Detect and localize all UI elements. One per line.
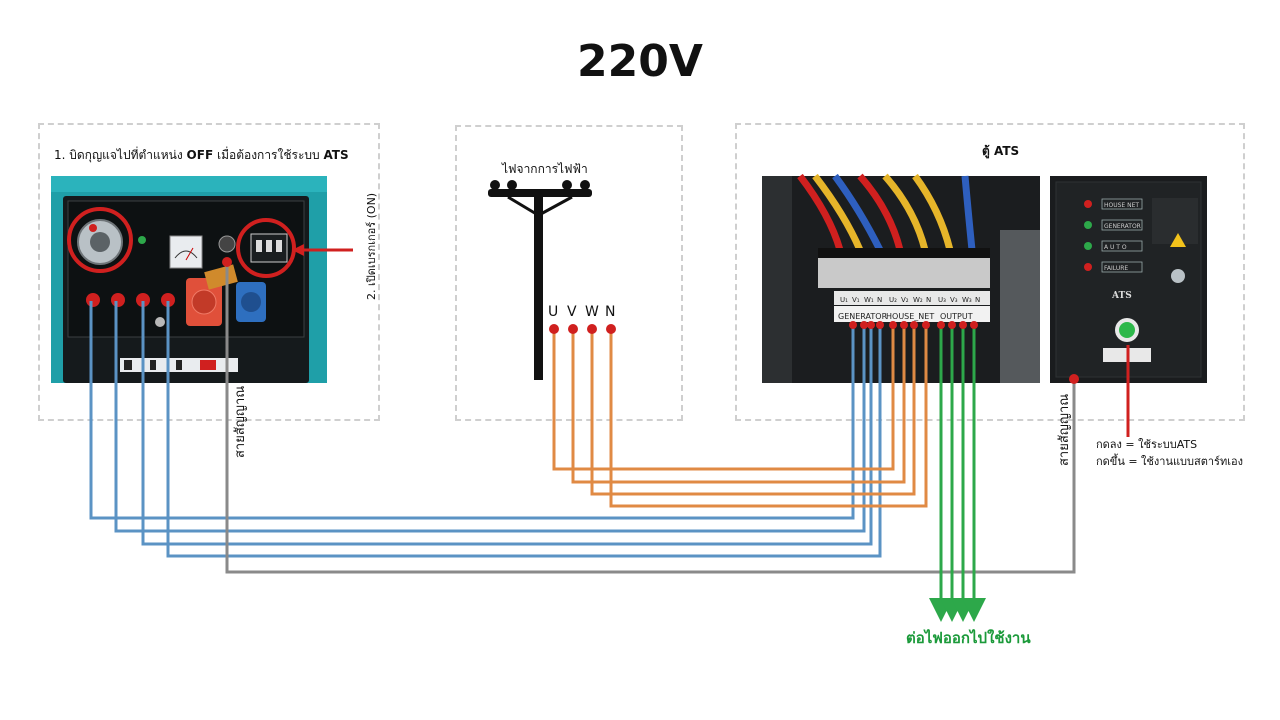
svg-text:N: N bbox=[877, 296, 882, 304]
led-label-house-net: HOUSE NET bbox=[1104, 202, 1139, 209]
ats-group-generator: GENERATOR bbox=[838, 312, 888, 321]
output-label: ต่อไฟออกไปใช้งาน bbox=[906, 629, 1031, 647]
button-note-line1: กดลง = ใช้ระบบATS bbox=[1096, 438, 1198, 451]
step1-text-mid: เมื่อต้องการใช้ระบบ bbox=[213, 148, 324, 162]
utility-pole-icon bbox=[488, 180, 592, 380]
ats-brand-text: ATS bbox=[1111, 291, 1132, 301]
grid-phase-u: U bbox=[548, 304, 559, 320]
ats-group-output: OUTPUT bbox=[940, 312, 973, 321]
svg-text:U₃: U₃ bbox=[938, 296, 946, 304]
ats-label: ตู้ ATS bbox=[982, 142, 1019, 161]
generator-box bbox=[38, 123, 380, 421]
generator-step1-label: 1. บิดกุญแจไปที่ตำแหน่ง OFF เมื่อต้องการ… bbox=[54, 146, 349, 165]
led-label-generator: GENERATOR bbox=[1104, 223, 1141, 230]
step1-off-text: OFF bbox=[186, 148, 214, 162]
grid-wires bbox=[552, 326, 928, 508]
page-title: 220V bbox=[577, 36, 703, 87]
signal-wire bbox=[225, 262, 1076, 574]
generator-panel-image bbox=[51, 176, 353, 383]
svg-text:W₂: W₂ bbox=[913, 296, 923, 304]
svg-text:W₃: W₃ bbox=[962, 296, 972, 304]
ats-group-house-net: HOUSE_NET bbox=[886, 312, 934, 321]
svg-text:V₁: V₁ bbox=[852, 296, 860, 304]
grid-box bbox=[455, 125, 683, 421]
button-note-line2: กดขึ้น = ใช้งานแบบสตาร์ทเอง bbox=[1096, 455, 1243, 468]
svg-text:N: N bbox=[975, 296, 980, 304]
button-note: กดลง = ใช้ระบบATS กดขึ้น = ใช้งานแบบสตาร… bbox=[1096, 436, 1243, 470]
ats-terminal-image: GENERATOR HOUSE_NET OUTPUT U₁ V₁ W₁ N U₂… bbox=[762, 173, 1040, 383]
output-wires bbox=[929, 326, 986, 622]
grid-label: ไฟจากการไฟฟ้า bbox=[502, 162, 588, 176]
signal-wire-label-left: สายสัญญาณ bbox=[233, 385, 248, 458]
ats-box bbox=[735, 123, 1245, 421]
grid-phase-w: W bbox=[585, 304, 599, 320]
ats-terminal-labels: U₁ V₁ W₁ N U₂ V₂ W₂ N U₃ V₃ W₃ N bbox=[840, 296, 980, 304]
led-label-auto: A U T O bbox=[1104, 244, 1127, 251]
step1-text-prefix: 1. บิดกุญแจไปที่ตำแหน่ง bbox=[54, 148, 187, 162]
svg-text:W₁: W₁ bbox=[864, 296, 874, 304]
grid-phase-n: N bbox=[605, 304, 616, 320]
connection-dots bbox=[222, 257, 1079, 384]
svg-text:U₂: U₂ bbox=[889, 296, 897, 304]
svg-text:N: N bbox=[926, 296, 931, 304]
svg-text:V₃: V₃ bbox=[950, 296, 958, 304]
step1-ats-text: ATS bbox=[323, 148, 349, 162]
led-label-failure: FAILURE bbox=[1104, 265, 1128, 272]
signal-wire-label-right: สายสัญญาณ bbox=[1057, 393, 1072, 466]
ats-label-text: ตู้ ATS bbox=[982, 144, 1020, 158]
generator-wires bbox=[89, 301, 882, 558]
svg-text:U₁: U₁ bbox=[840, 296, 848, 304]
svg-text:V₂: V₂ bbox=[901, 296, 909, 304]
grid-phase-v: V bbox=[567, 304, 577, 320]
